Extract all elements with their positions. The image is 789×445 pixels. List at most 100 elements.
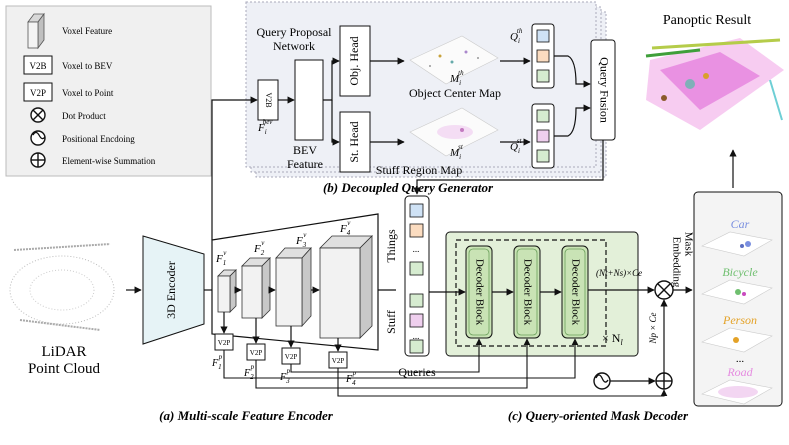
bicycle-mask-image [701,279,773,305]
mask-embedding-label-2: Embedding [670,237,682,288]
obj-head-label: Obj. Head [347,36,361,85]
car-mask-image [701,231,773,257]
decoder-block-3: Decoder Block [561,245,589,339]
legend-label-dot-product: Dot Product [62,111,106,121]
summation-node [655,372,673,390]
stuff-query-1 [409,293,424,308]
decoder-caption: (c) Query-oriented Mask Decoder [508,408,689,423]
things-label: Things [384,229,398,263]
class-bicycle-label: Bicycle [722,265,758,279]
legend-label-voxel-feature: Voxel Feature [62,26,112,36]
legend-label-positional-encoding: Positional Encdoing [62,134,135,144]
f-bev-label: Fibev [257,118,273,136]
voxel-feature-3 [275,246,312,328]
stuff-region-map [409,107,499,157]
class-road-label: Road [726,365,753,379]
m-st-label: Mist [449,143,464,161]
decoder-block-1: Decoder Block [465,245,493,339]
stuff-query-2 [409,313,424,328]
voxel-feature-icon [27,12,45,50]
lidar-point-cloud-image [4,234,124,338]
results-dots: ... [736,353,745,365]
v2b-legend-text: V2B [29,61,46,71]
f2v-label: F2v [253,239,265,257]
decoder-block-2: Decoder Block [513,245,541,339]
decoder-repeat-box [455,239,607,347]
lidar-label-1: LiDAR [42,344,87,360]
encoder-3d-block [142,235,205,345]
st-head-box [339,111,371,173]
mask-embedding-label-1: Mask [682,232,694,257]
svg-text:Decoder Block: Decoder Block [569,259,581,326]
thing-query-3 [409,261,424,276]
mask-decoder-panel [445,231,639,357]
f1v-label: F1v [215,249,227,267]
svg-text:V2P: V2P [285,353,298,361]
v2b-box-text: V2B [264,92,273,107]
f2p-label: F2p [243,363,255,381]
positional-encoding-node [593,372,611,390]
q-th-label: Qith [510,27,523,45]
encoder-caption: (a) Multi-scale Feature Encoder [159,408,334,423]
v2p-box-1: V2P [214,333,234,351]
dot-product-node [654,280,674,300]
road-mask-image [701,379,773,405]
query-fusion-label: Query Fusion [597,57,611,123]
v2b-legend-box [23,55,53,75]
class-car-label: Car [731,217,750,231]
qpn-title-2: Network [273,39,315,53]
v2p-box-3: V2P [281,347,301,365]
voxel-feature-1 [217,269,237,313]
svg-text:V2P: V2P [250,349,263,357]
obj-head-box [339,25,371,97]
panoptic-title: Panoptic Result [663,13,751,28]
f4p-label: F4p [345,369,357,387]
f1p-label: F1p [211,353,223,371]
v2p-box-2: V2P [246,343,266,361]
stuff-region-map-label: Stuff Region Map [376,163,462,177]
svg-text:Decoder Block: Decoder Block [473,259,485,326]
st-head-label: St. Head [347,121,361,162]
q-st-label: Qist [510,137,523,155]
thing-query-2 [409,223,424,238]
svg-text:V2P: V2P [218,339,231,347]
dim-q-label: (Nt+Ns)×Ce [596,268,642,278]
class-person-label: Person [722,313,757,327]
dot-product-icon [30,107,46,123]
svg-text:Decoder Block: Decoder Block [521,259,533,326]
v2p-legend-box [23,82,53,102]
encoder-3d-label: 3D Encoder [164,261,178,319]
legend-panel: Voxel Feature V2B Voxel to BEV V2P Voxel… [5,5,212,177]
positional-encoding-icon [30,130,46,146]
n-l-label: × Nl [602,331,623,347]
panoptic-result-image [640,32,784,142]
svg-text:V2P: V2P [332,357,345,365]
object-center-map [409,35,499,85]
voxel-feature-4 [319,235,373,339]
legend-label-v2p: Voxel to Point [62,88,114,98]
m-th-label: Mith [449,69,464,87]
legend-label-sum: Element-wise Summation [62,156,156,166]
bev-feature-block [294,59,324,141]
bev-label-2: Feature [287,157,323,171]
legend-label-v2b: Voxel to BEV [62,61,113,71]
voxel-feature-2 [241,257,271,319]
object-center-map-label: Object Center Map [409,86,501,100]
v2p-legend-text: V2P [30,88,46,98]
sum-icon [30,152,46,168]
f3p-label: F3p [279,367,291,385]
query-generator-panel: Query Proposal Network V2B Fibev BEV Fea… [245,1,616,195]
stuff-label: Stuff [384,310,398,334]
lidar-label-2: Point Cloud [28,361,101,377]
person-mask-image [701,327,773,353]
v2p-box-4: V2P [328,351,348,369]
thing-query-1 [409,203,424,218]
stuff-query-3 [409,339,424,354]
f4v-label: F4v [339,219,351,237]
np-ce-label: Np × Ce [648,312,658,344]
stuff-dots: ... [413,331,420,341]
f3v-label: F3v [295,231,307,249]
bev-label-1: BEV [293,143,317,157]
things-dots: ... [413,244,420,254]
